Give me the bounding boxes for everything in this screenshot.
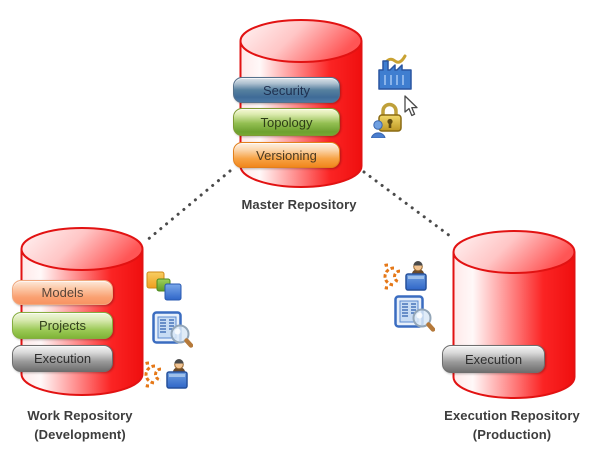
document-search-icon [394, 295, 435, 332]
factory-icon [378, 54, 412, 90]
mouse-cursor-icon [404, 95, 418, 117]
production-repository-subtitle: (Production) [472, 427, 552, 442]
agent-broadcast-icon [144, 359, 188, 389]
document-search-icon [152, 311, 193, 348]
padlock-user-icon [371, 102, 402, 138]
models-objects-icon [146, 271, 182, 301]
agent-broadcast-icon [383, 261, 427, 291]
production-repository-label: Execution Repository (Production) [432, 406, 592, 444]
pill-projects: Projects [12, 312, 113, 339]
pill-execution-production: Execution [442, 345, 545, 373]
work-repository-label: Work Repository (Development) [5, 406, 155, 444]
master-production-connector [362, 170, 452, 238]
work-repository-title: Work Repository [27, 408, 133, 423]
production-repository-cylinder [452, 230, 576, 399]
production-repository-title: Execution Repository [444, 408, 580, 423]
pill-topology: Topology [233, 108, 340, 136]
master-repository-label: Master Repository [241, 197, 357, 212]
pill-versioning: Versioning [233, 142, 340, 168]
pill-security: Security [233, 77, 340, 103]
work-repository-subtitle: (Development) [34, 427, 126, 442]
pill-execution-work: Execution [12, 345, 113, 372]
pill-models: Models [12, 280, 113, 305]
master-work-connector [144, 169, 232, 243]
